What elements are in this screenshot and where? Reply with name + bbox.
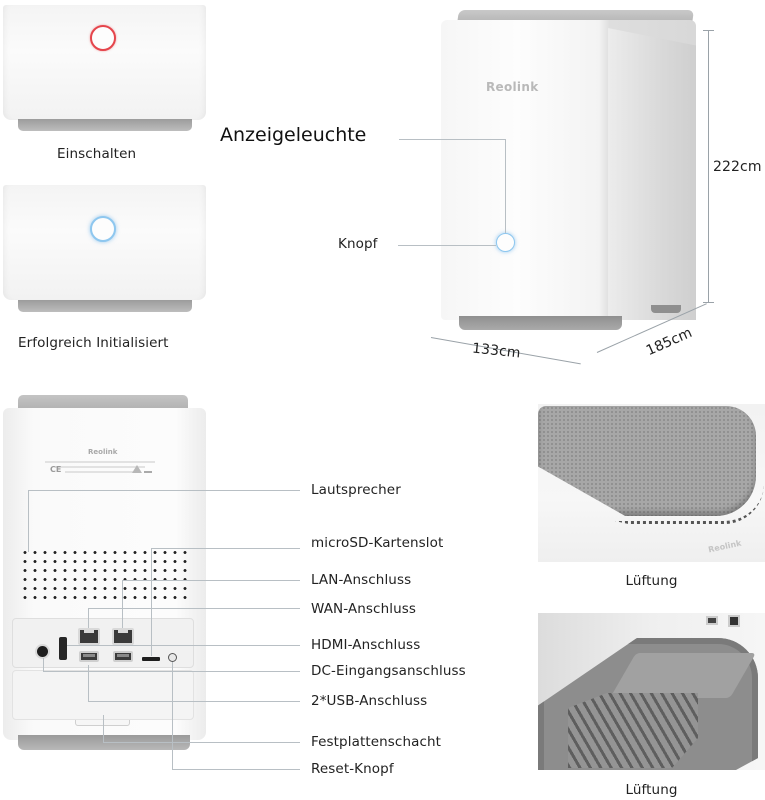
vent-slots-bottom xyxy=(568,693,698,768)
led-button-icon xyxy=(496,233,515,252)
brand-logo: Reolink xyxy=(707,538,743,555)
leader-line xyxy=(28,490,29,552)
leader-line xyxy=(88,608,89,628)
reset-button-icon xyxy=(168,653,177,662)
vent-bottom-photo xyxy=(538,613,765,770)
device-top-view xyxy=(3,5,206,120)
vent-label-bottom: Lüftung xyxy=(625,782,678,798)
label-fine-print xyxy=(65,471,135,473)
dimension-height: 222cm xyxy=(713,159,762,175)
callout-lan-port: LAN-Anschluss xyxy=(311,572,412,588)
brand-logo: Reolink xyxy=(486,80,539,94)
lan-port-icon xyxy=(78,628,100,645)
usb-port-icon xyxy=(113,651,133,662)
callout-dc-input: DC-Eingangsanschluss xyxy=(311,663,466,679)
leader-line xyxy=(151,548,152,656)
leader-line xyxy=(172,769,300,770)
dc-input-port-icon xyxy=(37,646,48,657)
device-top-cap xyxy=(18,395,188,410)
weee-bin-icon xyxy=(144,465,152,473)
callout-hdd-bay: Festplattenschacht xyxy=(311,734,442,750)
port-icon xyxy=(728,615,740,627)
microsd-slot-icon xyxy=(142,657,160,661)
hdd-bay-handle xyxy=(75,720,130,726)
leader-line xyxy=(122,580,300,581)
leader-line xyxy=(88,665,89,701)
vent-slots-edge xyxy=(538,424,764,524)
warning-triangle-icon xyxy=(132,465,142,473)
leader-line xyxy=(172,662,173,769)
leader-line xyxy=(88,608,300,609)
callout-usb-ports: 2*USB-Anschluss xyxy=(311,693,428,709)
device-base xyxy=(18,119,192,131)
dimension-tick xyxy=(703,302,714,303)
callout-indicator-light: Anzeigeleuchte xyxy=(220,124,367,146)
speaker-grille xyxy=(20,548,188,600)
callout-hdmi-port: HDMI-Anschluss xyxy=(311,637,421,653)
leader-line xyxy=(103,742,300,743)
device-base xyxy=(459,316,622,330)
device-base-rear xyxy=(651,305,681,313)
dimension-width: 133cm xyxy=(471,340,522,362)
dimension-line-height xyxy=(708,30,709,303)
leader-line xyxy=(399,139,505,140)
leader-line xyxy=(398,245,496,246)
status-label-initialized: Erfolgreich Initialisiert xyxy=(18,335,169,351)
callout-microsd-slot: microSD-Kartenslot xyxy=(311,535,444,551)
brand-logo: Reolink xyxy=(88,448,118,456)
callout-reset-button: Reset-Knopf xyxy=(311,761,394,777)
regulatory-label: Reolink CE xyxy=(40,448,160,483)
usb-port-icon xyxy=(79,651,99,662)
leader-line xyxy=(88,701,300,702)
port-icon xyxy=(706,616,718,625)
ce-mark-icon: CE xyxy=(50,465,62,474)
status-label-power-on: Einschalten xyxy=(57,146,137,162)
callout-speaker: Lautsprecher xyxy=(311,482,401,498)
vent-top-photo: Reolink xyxy=(538,404,765,562)
wan-port-icon xyxy=(112,628,134,645)
leader-line xyxy=(67,645,300,646)
dimension-depth: 185cm xyxy=(643,324,695,360)
leader-line xyxy=(43,658,44,671)
leader-line xyxy=(28,490,300,491)
dimension-tick xyxy=(703,30,714,31)
label-fine-print xyxy=(55,466,145,468)
callout-wan-port: WAN-Anschluss xyxy=(311,601,416,617)
leader-line xyxy=(122,580,123,628)
led-ring-red-icon xyxy=(90,25,116,51)
vent-mesh-top xyxy=(538,406,756,516)
leader-line xyxy=(43,671,300,672)
hdd-bay-cover xyxy=(12,670,194,720)
callout-button: Knopf xyxy=(338,236,378,252)
leader-line xyxy=(151,548,300,549)
led-ring-blue-icon xyxy=(90,216,116,242)
vent-label-top: Lüftung xyxy=(625,573,678,589)
leader-line xyxy=(103,715,104,742)
hdmi-port-icon xyxy=(59,637,67,660)
device-base xyxy=(18,300,192,312)
device-top-view xyxy=(3,185,206,300)
port-panel xyxy=(12,618,194,668)
leader-line xyxy=(505,139,506,233)
device-side xyxy=(608,28,696,320)
label-fine-print xyxy=(45,461,155,463)
